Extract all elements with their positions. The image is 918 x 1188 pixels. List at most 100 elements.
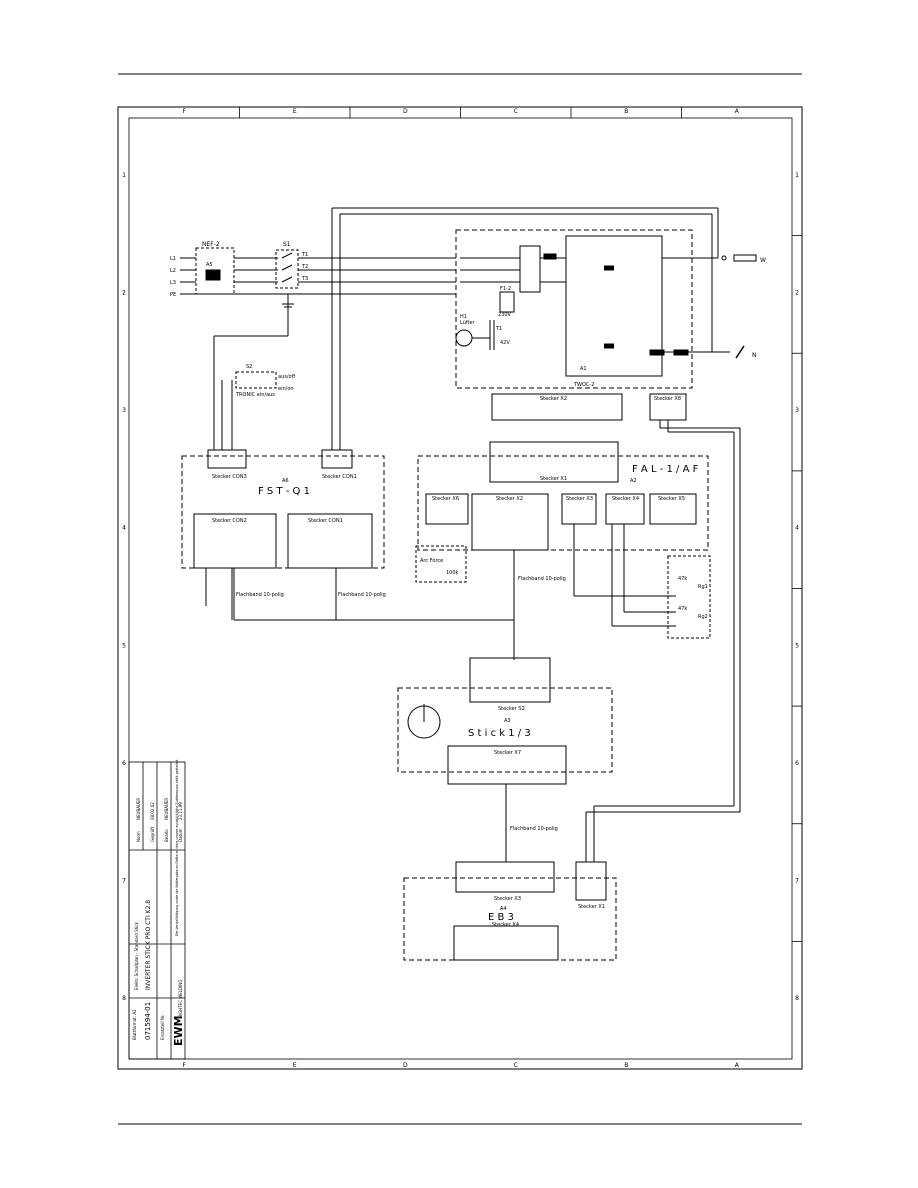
eb-name: E B 3	[488, 912, 514, 923]
zone-left-1: 1	[122, 172, 126, 179]
switch-s2-box	[235, 371, 277, 389]
tb-subtitle: Elektr. Schaltplan · Standard Stick	[134, 921, 139, 990]
fal-ref: A2	[630, 478, 637, 484]
x3-label: Stecker X3	[566, 496, 593, 502]
zone-left-5: 5	[122, 642, 126, 649]
s2-side2: ein/on	[278, 386, 294, 392]
x1-header	[489, 441, 619, 483]
x7-header	[447, 745, 567, 785]
zone-right-1: 1	[795, 172, 799, 179]
x5-header	[649, 493, 697, 525]
x1-label: Stecker X1	[540, 476, 567, 482]
line-l1: L1	[170, 256, 176, 262]
con3-header	[207, 449, 247, 469]
x7-label: Stecker X7	[494, 750, 521, 756]
tb-row-4-v: NEUBAUER	[136, 798, 141, 820]
x5-label: Stecker X5	[658, 496, 685, 502]
zone-right-5: 5	[795, 642, 799, 649]
s2-ref: S2	[246, 364, 252, 370]
main-switch-box	[275, 249, 299, 289]
x3b-header	[455, 861, 555, 893]
zone-top-a: A	[735, 108, 740, 115]
ribbon-1: Flachband 10-polig	[236, 592, 284, 598]
x4b-header	[453, 925, 559, 961]
stick-box	[397, 687, 613, 773]
filter-ref: A5	[206, 262, 213, 268]
tb-company: Ersatzteil Nr.	[160, 1015, 165, 1040]
stick-ref: A3	[504, 718, 511, 724]
pot-2-value: 47k	[678, 606, 687, 612]
fst-labels: A6 F S T - Q 1 Stecker CON3 Stecker CON1…	[212, 364, 386, 598]
zone-right-8: 8	[795, 995, 799, 1002]
tb-drawing-no: 071594-01	[144, 1002, 152, 1040]
zone-left-3: 3	[122, 407, 126, 414]
s2-connector-label: Stecker S2	[498, 706, 525, 712]
output-w: W	[760, 257, 766, 264]
tb-row-2-v: NEUBAUER	[164, 798, 169, 820]
con3-label: Stecker CON3	[212, 474, 247, 480]
x6-header	[425, 493, 469, 525]
pot-2-tag: Rg2	[698, 614, 708, 620]
fal-name: F A L - 1 / A F	[632, 464, 699, 475]
zone-right-2: 2	[795, 289, 799, 296]
zone-bottom-c: C	[514, 1062, 518, 1069]
power-unit-labels: TWOC-2 F1-2 H1 Lüfter T1 230V 42V W N A1	[460, 257, 766, 388]
zone-left-7: 7	[122, 878, 126, 885]
line-l3: L3	[170, 280, 176, 286]
zone-right-4: 4	[795, 525, 799, 532]
line-pe: PE	[170, 292, 176, 298]
ribbon-3: Flachband 10-polig	[518, 576, 566, 582]
stick-module	[233, 568, 613, 862]
x2b-label: Stecker X2	[496, 496, 523, 502]
switch-out-2: T2	[301, 264, 308, 270]
eb-labels: Stecker X3 Stecker X1 A4 E B 3 Stecker X…	[488, 896, 605, 928]
rectifier	[519, 245, 541, 293]
zone-left-6: 6	[122, 760, 126, 767]
zone-top-c: C	[514, 108, 518, 115]
switch-out-3: T3	[301, 276, 308, 282]
zone-right-6: 6	[795, 760, 799, 767]
trafo-secondary: 42V	[500, 340, 510, 346]
switch-out-1: T1	[301, 252, 308, 258]
mains-supply	[180, 247, 456, 308]
x3-header	[561, 493, 597, 525]
fst-box	[181, 455, 385, 569]
power-unit-ref: A1	[580, 366, 587, 372]
igbt-block	[565, 235, 663, 377]
title-block-text: EWM HIGHTEC WELDING 071594-01 Blattforma…	[132, 759, 185, 1046]
output-terminals	[718, 254, 757, 359]
tb-row-1-k: Datum	[178, 828, 183, 842]
fst-module	[181, 304, 385, 620]
fuse-f1	[499, 291, 515, 313]
tb-notes: Die Vervielfältigung sowie die Weitergab…	[175, 759, 179, 936]
eb-ref: A4	[500, 906, 507, 912]
tb-row-2-k: Bearb.	[164, 829, 169, 842]
zone-top-f: F	[183, 108, 187, 115]
zone-top-b: B	[624, 108, 628, 115]
con1-label: Stecker CON1	[308, 518, 343, 524]
zone-top-d: D	[403, 108, 408, 115]
x2b-header	[471, 493, 549, 551]
fst-name: F S T - Q 1	[258, 486, 310, 497]
arc-force-label: Arc Force	[420, 558, 443, 564]
zone-bottom-a: A	[735, 1062, 740, 1069]
zone-bottom-f: F	[183, 1062, 187, 1069]
power-unit-name: TWOC-2	[573, 382, 594, 388]
arc-force-box	[415, 545, 467, 583]
x4-header	[605, 493, 645, 525]
x2-top-label: Stecker X2	[540, 396, 567, 402]
x1b-label: Stecker X1	[578, 904, 605, 910]
lamp-label: Lüfter	[460, 320, 476, 326]
s2-side: aus/off	[278, 374, 296, 380]
power-unit-box	[455, 229, 693, 389]
lamp-ref: H1	[460, 314, 467, 320]
fst-ref: A6	[282, 478, 289, 484]
zone-left-2: 2	[122, 289, 126, 296]
x8-label: Stecker X8	[654, 396, 681, 402]
fal-module	[331, 207, 741, 812]
x6-label: Stecker X6	[432, 496, 459, 502]
zone-left-4: 4	[122, 525, 126, 532]
output-n: N	[752, 352, 757, 359]
s2-label: TRONIC ein/aus	[235, 392, 275, 398]
